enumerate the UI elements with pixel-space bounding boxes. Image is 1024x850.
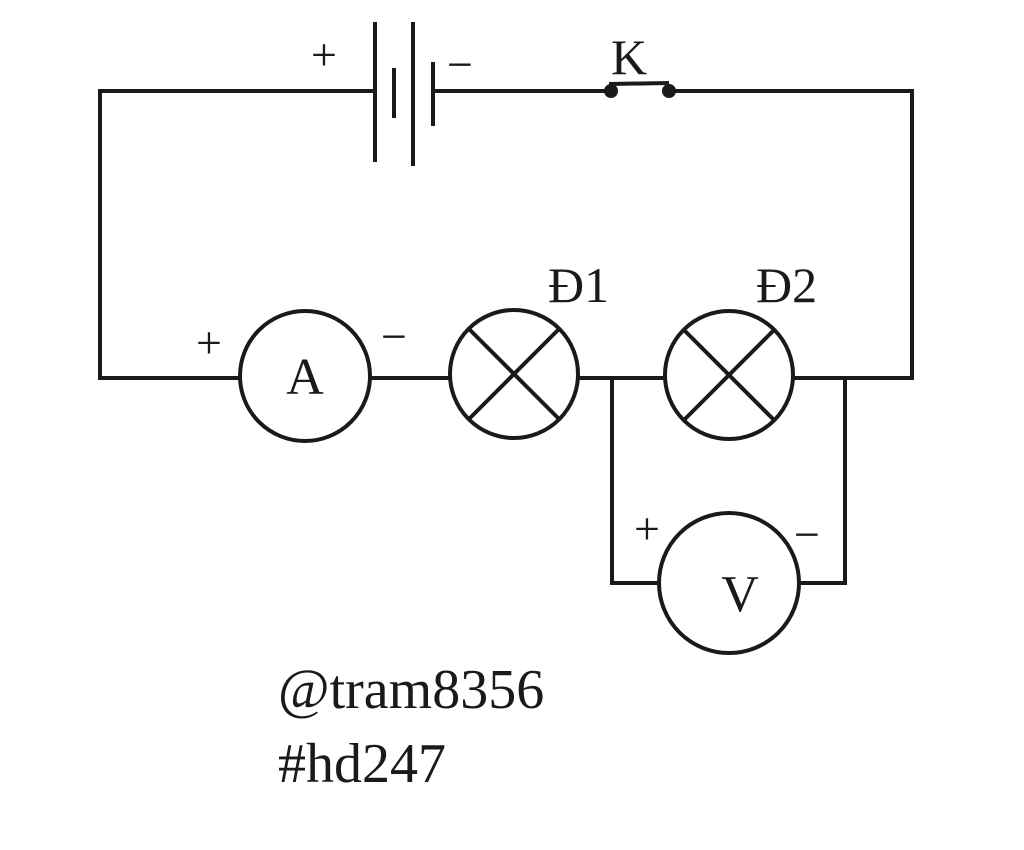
ammeter-ring bbox=[238, 309, 372, 443]
battery: + − bbox=[311, 22, 473, 166]
watermark-hashtag: #hd247 bbox=[278, 733, 446, 795]
battery-minus-sign: − bbox=[447, 39, 473, 90]
switch-blade bbox=[608, 80, 670, 87]
ammeter-plus-sign: + bbox=[196, 317, 222, 368]
switch-label: K bbox=[611, 29, 647, 85]
ammeter: A + − bbox=[196, 309, 407, 443]
voltmeter-minus-sign: − bbox=[794, 509, 820, 560]
ammeter-symbol: A bbox=[286, 349, 324, 406]
watermark-username: @tram8356 bbox=[278, 659, 545, 721]
ammeter-minus-sign: − bbox=[381, 311, 407, 362]
lamp-1: Đ1 bbox=[448, 257, 609, 440]
voltmeter-ring bbox=[657, 511, 801, 655]
voltmeter: V + − bbox=[634, 503, 820, 655]
battery-plus-sign: + bbox=[311, 29, 337, 80]
switch: K bbox=[604, 29, 676, 98]
lamp-2: Đ2 bbox=[663, 257, 817, 441]
lamp-1-label: Đ1 bbox=[548, 257, 609, 313]
switch-contact-left bbox=[604, 84, 618, 98]
lamp-cross-icon bbox=[467, 327, 561, 421]
voltmeter-plus-sign: + bbox=[634, 503, 660, 554]
switch-contact-right bbox=[662, 84, 676, 98]
lamp-2-label: Đ2 bbox=[756, 257, 817, 313]
lamp-cross-icon bbox=[682, 328, 776, 422]
wiring bbox=[98, 89, 914, 585]
voltmeter-symbol: V bbox=[721, 566, 759, 623]
